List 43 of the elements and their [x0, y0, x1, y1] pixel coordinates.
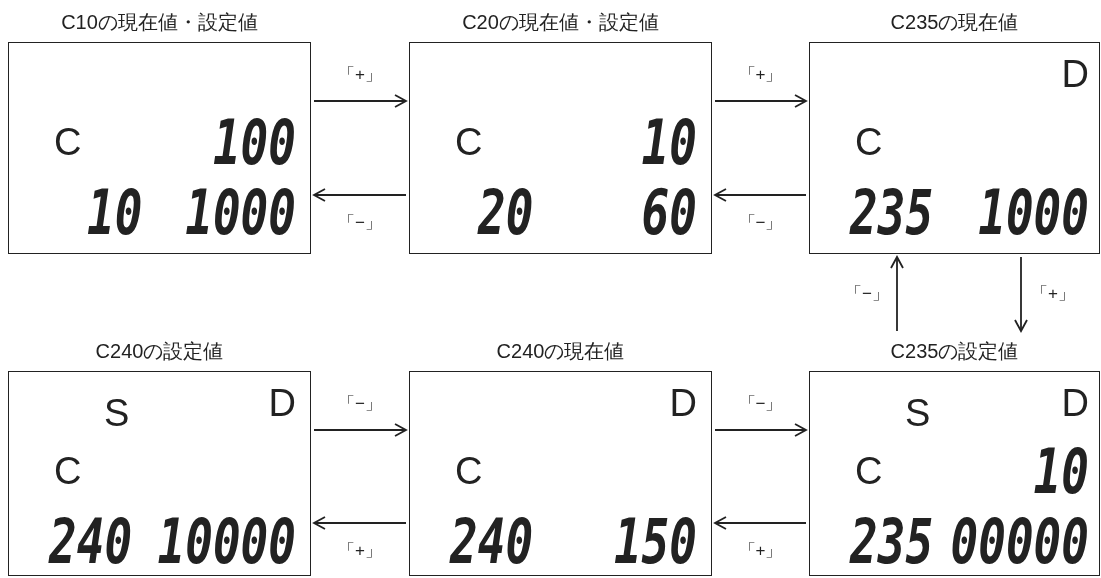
lcd-digits: 240	[49, 510, 133, 573]
display-title: C240の設定値	[94, 339, 225, 364]
lcd-digits: 10	[87, 181, 143, 244]
lcd-digits: 1000	[978, 181, 1089, 244]
lcd-digits: 10	[641, 111, 697, 174]
lcd-indicator: S	[905, 394, 931, 432]
lcd-digits: 240	[450, 510, 534, 573]
lcd-digits: 10000	[157, 510, 296, 573]
lcd-digits: 150	[613, 510, 697, 573]
display-title: C235の設定値	[889, 339, 1020, 364]
arrow	[714, 188, 807, 202]
display-title: C240の現在値	[495, 339, 626, 364]
arrow	[714, 423, 807, 437]
arrow	[313, 516, 407, 530]
arrow	[890, 256, 904, 332]
arrow	[714, 516, 807, 530]
display-title: C20の現在値・設定値	[461, 10, 660, 35]
arrow	[714, 94, 807, 108]
arrow	[1014, 256, 1028, 332]
lcd-indicator: D	[1061, 384, 1089, 422]
lcd-digits: 100	[212, 111, 296, 174]
lcd-digits: 235	[850, 181, 934, 244]
arrow	[313, 423, 407, 437]
lcd-digits: 60	[641, 181, 697, 244]
lcd-indicator: D	[669, 384, 697, 422]
lcd-indicator: S	[104, 394, 130, 432]
display-title: C10の現在値・設定値	[60, 10, 259, 35]
lcd-indicator: D	[268, 384, 296, 422]
lcd-digits: 10	[1033, 440, 1089, 503]
lcd-indicator: C	[455, 452, 483, 490]
lcd-digits: 1000	[185, 181, 296, 244]
display-title: C235の現在値	[889, 10, 1020, 35]
lcd-digits: 20	[478, 181, 534, 244]
lcd-indicator: C	[455, 123, 483, 161]
arrow	[313, 94, 407, 108]
lcd-indicator: D	[1061, 55, 1089, 93]
lcd-indicator: C	[855, 452, 883, 490]
lcd-digits: 235	[850, 510, 934, 573]
arrow	[313, 188, 407, 202]
lcd-indicator: C	[54, 123, 82, 161]
lcd-indicator: C	[855, 123, 883, 161]
lcd-indicator: C	[54, 452, 82, 490]
lcd-digits: 00000	[950, 510, 1089, 573]
